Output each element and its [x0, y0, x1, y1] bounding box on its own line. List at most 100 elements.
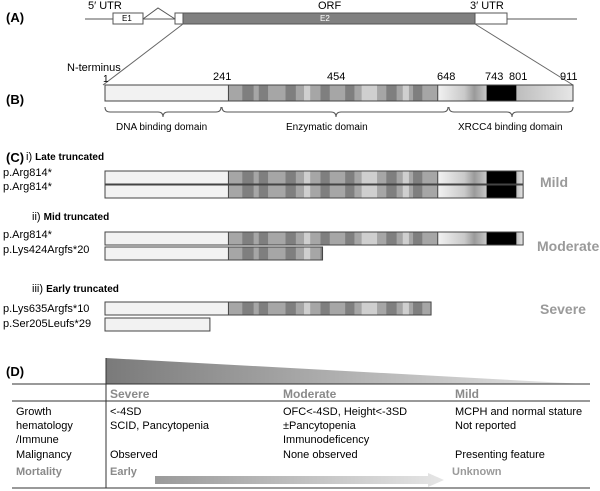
enzymatic-segment [228, 171, 438, 184]
panel-c-label: (C) [6, 150, 25, 165]
allele-label: p.Arg814* [3, 181, 52, 193]
enzymatic-dark-stripe [285, 171, 296, 184]
enzymatic-dark-stripe [345, 85, 355, 101]
severity-mild-label: Mild [540, 174, 568, 190]
cell-growth-severe: <-4SD [110, 406, 142, 418]
position-label: 801 [509, 71, 528, 83]
xrcc4-segment [437, 171, 487, 184]
enzymatic-light-stripe [304, 85, 311, 101]
enzymatic-segment [228, 185, 438, 198]
cell-immune-moderate: Immunodeficency [283, 434, 370, 446]
enzymatic-light-stripe [361, 232, 378, 245]
enzymatic-dark-stripe [320, 171, 330, 184]
enzymatic-dark-stripe [345, 232, 355, 245]
brace-xrcc4 [448, 106, 574, 118]
enzymatic-light-stripe [304, 171, 311, 184]
allele-label: p.Arg814* [3, 167, 52, 179]
xrcc4-tail-segment [516, 185, 524, 198]
enzymatic-dark-stripe [242, 247, 254, 260]
protein-domain-bar [104, 84, 574, 102]
mortality-unknown-label: Unknown [452, 466, 502, 478]
position-label: 911 [560, 71, 578, 83]
protein-bar-outline [104, 184, 524, 199]
position-label: 454 [327, 71, 346, 83]
position-label: 1 [103, 74, 109, 85]
enzymatic-light-stripe [361, 185, 378, 198]
enzymatic-light-stripe [402, 302, 409, 315]
panel-a-label: (A) [6, 10, 25, 25]
protein-bar-outline [104, 231, 524, 246]
dna-binding-segment [105, 318, 210, 331]
position-label: 241 [213, 71, 232, 83]
orf-label: ORF [318, 0, 342, 12]
column-moderate-header: Moderate [283, 387, 337, 401]
allele-label: p.Ser205Leufs*29 [3, 318, 92, 330]
enzymatic-dark-stripe [285, 185, 296, 198]
enzymatic-dark-stripe [285, 302, 296, 315]
enzymatic-dark-stripe [386, 232, 397, 245]
enzymatic-dark-stripe [242, 85, 254, 101]
xrcc4-segment [437, 85, 487, 101]
xrcc4-segment [437, 185, 487, 198]
enzymatic-dark-stripe [320, 302, 330, 315]
xrcc4-black-segment [486, 171, 517, 184]
enzymatic-dark-stripe [413, 171, 423, 184]
cell-hematology-severe: SCID, Pancytopenia [110, 420, 210, 432]
enzymatic-light-stripe [361, 85, 378, 101]
enzymatic-dark-stripe [386, 171, 397, 184]
enzymatic-segment [228, 85, 438, 101]
enzymatic-dark-stripe [345, 185, 355, 198]
phenotype-table [12, 358, 590, 489]
brace-enzymatic [221, 106, 449, 118]
dna-binding-segment [105, 232, 229, 245]
protein-bar-outline [104, 84, 574, 102]
allele-label: p.Arg814* [3, 229, 52, 241]
row-label-immune: /Immune [16, 434, 59, 446]
group-numeral: iii) [32, 283, 43, 295]
enzymatic-dark-stripe [345, 171, 355, 184]
severity-severe-label: Severe [540, 301, 586, 317]
severity-moderate-label: Moderate [537, 238, 600, 254]
enzymatic-dark-stripe [320, 185, 330, 198]
group-title: Mid truncated [43, 212, 110, 223]
xrcc4-black-segment [486, 185, 517, 198]
enzymatic-dark-stripe [258, 171, 269, 184]
utr5-label: 5′ UTR [88, 0, 122, 12]
group-title: Early truncated [46, 284, 119, 295]
cell-malignancy-moderate: None observed [283, 449, 358, 461]
dna-binding-segment [105, 171, 229, 184]
enzymatic-segment [228, 232, 438, 245]
enzymatic-dark-stripe [320, 85, 330, 101]
protein-bar-outline [104, 170, 524, 185]
enzymatic-dark-stripe [258, 302, 269, 315]
cell-malignancy-severe: Observed [110, 449, 158, 461]
utr5-segment [174, 12, 184, 25]
protein-bar-outline [104, 246, 324, 261]
enzymatic-light-stripe [402, 232, 409, 245]
xrcc4-segment [437, 232, 487, 245]
exon1-label: E1 [122, 14, 132, 23]
enzymatic-light-stripe [361, 302, 378, 315]
xrcc4-tail-segment [516, 232, 524, 245]
enzymatic-dark-stripe [258, 232, 269, 245]
mortality-early-label: Early [110, 466, 137, 478]
enzymatic-dark-stripe [242, 302, 254, 315]
utr3-segment [474, 12, 508, 25]
zoom-line-right [474, 23, 574, 86]
enzymatic-dark-stripe [386, 185, 397, 198]
group-late-heading: i) Late truncated [26, 151, 104, 163]
enzymatic-dark-stripe [345, 302, 355, 315]
column-mild-header: Mild [455, 387, 479, 401]
enzymatic-dark-stripe [320, 247, 323, 260]
severity-gradient-triangle [106, 358, 585, 384]
gene-structure [85, 7, 577, 86]
enzymatic-light-stripe [361, 171, 378, 184]
xrcc4-tail-segment [516, 85, 573, 101]
enzymatic-light-stripe [402, 185, 409, 198]
protein-bar-outline [104, 301, 432, 316]
splice-junction [142, 7, 176, 20]
position-label: 648 [437, 71, 456, 83]
dna-binding-segment [105, 185, 229, 198]
dna-binding-segment [105, 247, 229, 260]
cell-growth-moderate: OFC<-4SD, Height<-3SD [283, 406, 408, 418]
